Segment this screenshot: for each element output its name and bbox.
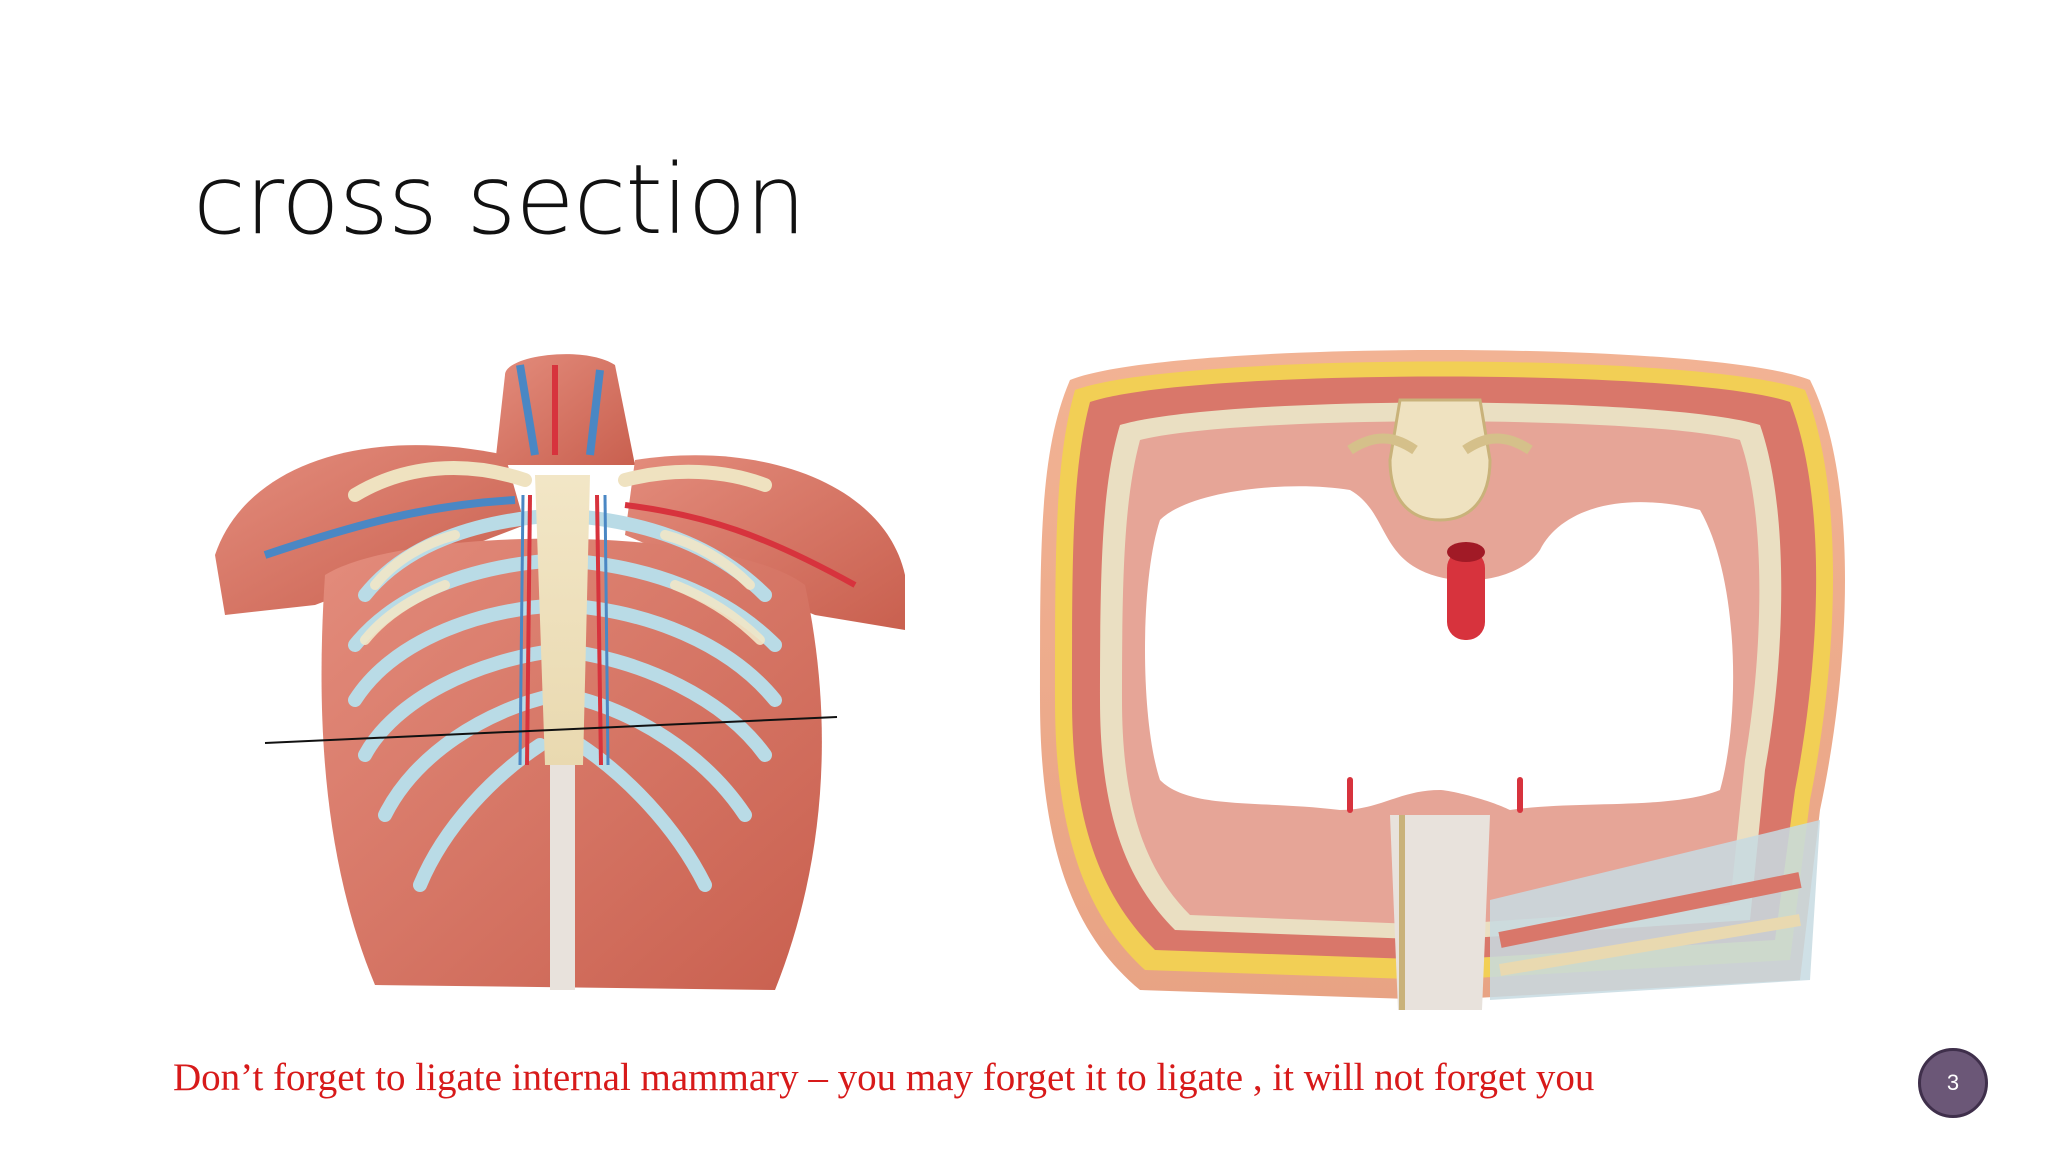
- page-number-badge: 3: [1918, 1048, 1988, 1118]
- page-number: 3: [1946, 1070, 1960, 1095]
- thorax-anterior-illustration: [215, 354, 905, 990]
- slide-caption: Don’t forget to ligate internal mammary …: [173, 1056, 1595, 1099]
- thorax-cross-section-illustration: [1040, 350, 1845, 1010]
- slide-title: cross section: [193, 144, 806, 256]
